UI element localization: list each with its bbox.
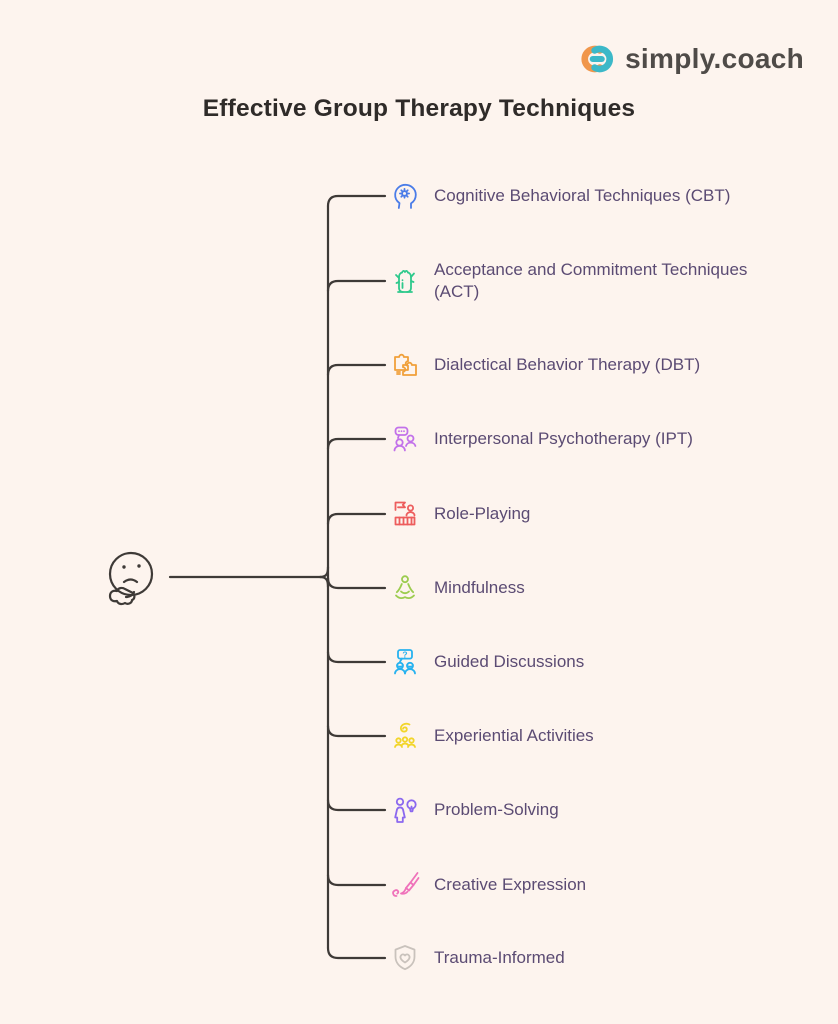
puzzle-icon: [388, 348, 422, 382]
thinking-face-icon: [108, 551, 154, 606]
brand-logo: simply.coach: [578, 40, 804, 78]
people-chat-icon: [388, 422, 422, 456]
technique-label: Trauma-Informed: [434, 948, 565, 967]
technique-label: Mindfulness: [434, 578, 525, 597]
technique-label: Problem-Solving: [434, 800, 559, 819]
technique-label: Creative Expression: [434, 875, 587, 894]
technique-label: Acceptance and Commitment Techniques (AC…: [434, 260, 748, 301]
paintbrush-icon: [388, 868, 422, 902]
head-gear-icon: [388, 179, 422, 213]
technique-label: Dialectical Behavior Therapy (DBT): [434, 355, 701, 374]
technique-item-creative-expression: Creative Expression: [388, 865, 586, 905]
person-lightbulb-icon: [388, 793, 422, 827]
technique-label: Experiential Activities: [434, 726, 594, 745]
meditation-icon: [388, 571, 422, 605]
technique-label: Guided Discussions: [434, 652, 585, 671]
technique-item-act: Acceptance and Commitment Techniques (AC…: [388, 259, 770, 303]
technique-item-dbt: Dialectical Behavior Therapy (DBT): [388, 345, 700, 385]
technique-item-ipt: Interpersonal Psychotherapy (IPT): [388, 419, 693, 459]
shield-heart-icon: [388, 941, 422, 975]
technique-item-guided-discussions: ? Guided Discussions: [388, 642, 584, 682]
discussion-question-icon: ?: [388, 645, 422, 679]
page-title: Effective Group Therapy Techniques: [202, 95, 636, 122]
svg-text:?: ?: [402, 649, 407, 659]
stage-icon: [388, 497, 422, 531]
technique-item-mindfulness: Mindfulness: [388, 568, 525, 608]
technique-label: Role-Playing: [434, 504, 531, 523]
technique-label: Interpersonal Psychotherapy (IPT): [434, 429, 693, 448]
brand-logo-text: simply.coach: [625, 43, 804, 74]
activity-swirl-icon: [388, 719, 422, 753]
technique-item-cbt: Cognitive Behavioral Techniques (CBT): [388, 176, 730, 216]
technique-item-trauma-informed: Trauma-Informed: [388, 938, 565, 978]
tree-icon: [388, 264, 422, 298]
technique-item-problem-solving: Problem-Solving: [388, 790, 559, 830]
technique-item-role-playing: Role-Playing: [388, 494, 530, 534]
technique-label: Cognitive Behavioral Techniques (CBT): [434, 186, 731, 205]
technique-item-experiential: Experiential Activities: [388, 716, 594, 756]
simply-coach-logo-icon: [581, 45, 614, 73]
